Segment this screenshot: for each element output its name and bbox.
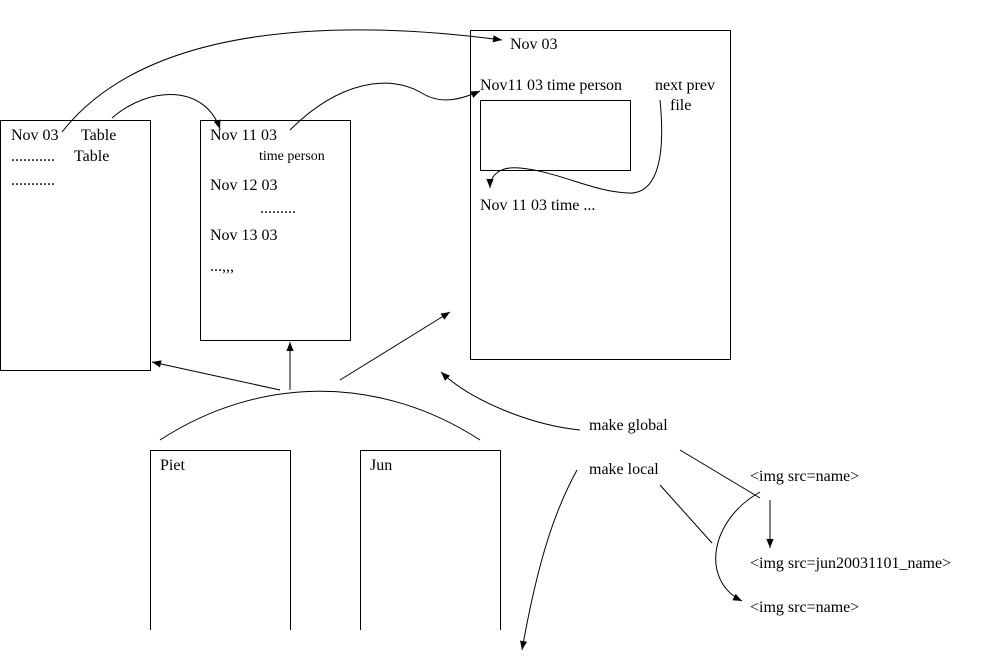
arrow-daylist-to-daypage	[289, 82, 481, 131]
make-global-label: make global	[589, 417, 668, 434]
day-page-nav-next-prev: next prev	[655, 77, 715, 94]
arrow-users-to-month	[151, 360, 281, 391]
img-example-original: <img src=name>	[750, 468, 859, 485]
day-list-ellipsis: ...,,,	[210, 258, 234, 275]
day-page-box	[470, 30, 731, 360]
img-example-local: <img src=name>	[750, 599, 859, 616]
arrow-month-to-daypage	[61, 29, 503, 133]
arrow-make-local	[520, 469, 578, 651]
day-page-title: Nov 03	[510, 36, 558, 53]
arrow-make-global-to-daypage	[440, 371, 581, 431]
user-label-piet: Piet	[160, 457, 185, 474]
line-make-global-to-img	[679, 449, 761, 499]
user-box-piet	[150, 450, 291, 630]
day-list-dots: .........	[260, 200, 296, 217]
users-arc	[159, 390, 481, 441]
day-list-row-nov11: Nov 11 03	[210, 127, 277, 144]
arrow-users-to-daypage	[339, 311, 451, 381]
user-box-jun	[360, 450, 501, 630]
month-page-dots-2: ...........	[11, 172, 55, 189]
line-make-local-to-img	[659, 484, 713, 544]
month-page-title: Nov 03	[11, 127, 59, 144]
user-label-jun: Jun	[370, 457, 392, 474]
day-list-row-nov12: Nov 12 03	[210, 177, 278, 194]
month-page-table-2: Table	[74, 148, 109, 165]
day-list-box	[200, 120, 351, 341]
month-page-dots-1: ...........	[11, 148, 55, 165]
day-page-header: Nov11 03 time person	[480, 77, 622, 94]
day-list-row-nov13: Nov 13 03	[210, 227, 278, 244]
day-page-nav-file: file	[670, 97, 691, 114]
day-page-inner-box	[480, 100, 631, 171]
month-page-box	[0, 120, 151, 371]
arrow-img-to-local-name	[715, 491, 761, 602]
day-list-time-person: time person	[259, 149, 325, 164]
arrow-month-to-daylist	[111, 93, 221, 130]
day-page-entry: Nov 11 03 time ...	[480, 197, 595, 214]
month-page-table-1: Table	[81, 127, 116, 144]
img-example-global: <img src=jun20031101_name>	[750, 555, 951, 572]
make-local-label: make local	[589, 461, 659, 478]
arrow-next-prev-to-entry	[486, 99, 663, 194]
